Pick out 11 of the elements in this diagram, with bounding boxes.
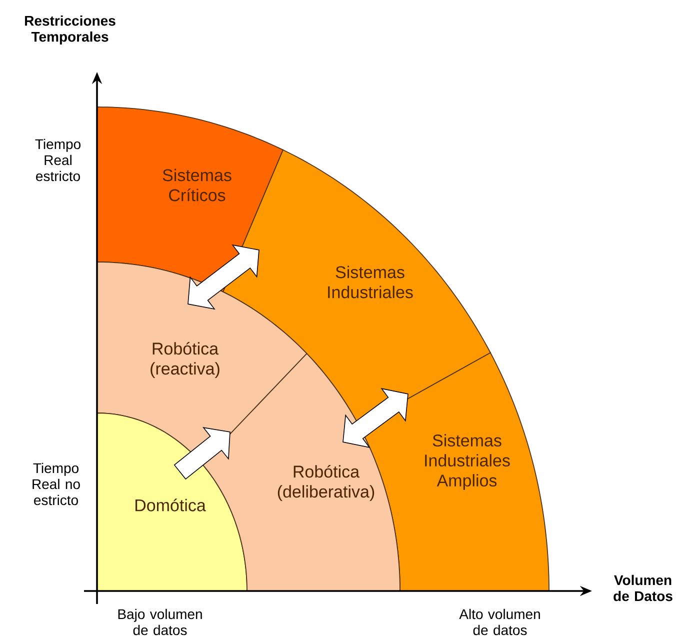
region: Robótica (reactiva) [96, 262, 308, 464]
axis-label: Tiempo Real estricto [35, 138, 80, 182]
region: Domótica [96, 412, 248, 592]
axis-label: Volumen de Datos [614, 574, 672, 602]
axis-label: Bajo volumen de datos [118, 608, 202, 636]
axis-label: Restricciones Temporales [25, 15, 116, 45]
axis-label: Alto volumen de datos [459, 608, 540, 636]
region: Sistemas Críticos [96, 106, 284, 292]
axis-label: Tiempo Real no estricto [32, 462, 80, 506]
block-arrow [188, 244, 260, 310]
block-arrow [342, 388, 408, 448]
